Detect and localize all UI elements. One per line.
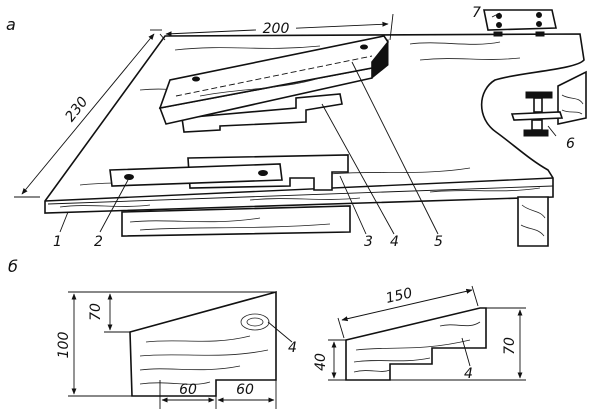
screw-clamp: [510, 91, 564, 137]
dim-label-60-b: 60: [236, 382, 254, 398]
dim-label-200: 200: [263, 21, 290, 37]
dim-label-70-right: 70: [502, 337, 518, 355]
dim-label-230: 230: [62, 94, 91, 125]
dim-label-60-a: 60: [179, 382, 197, 398]
dim-label-70-left: 70: [88, 303, 104, 321]
dims-left: 100 70 60 60 4: [56, 291, 297, 409]
wedge-assembly: [158, 35, 389, 133]
callout-4-left: 4: [288, 340, 297, 356]
profile-right: [345, 307, 487, 381]
part-label-3: 3: [364, 234, 373, 250]
profile-left: [129, 290, 277, 397]
support-block-right: [517, 196, 549, 247]
dim-label-100: 100: [56, 332, 72, 359]
callout-4-right: 4: [464, 366, 473, 382]
panel-label-a: а: [6, 15, 16, 34]
dim-label-40: 40: [313, 353, 329, 371]
dims-right: 150 70 40 4: [313, 285, 526, 382]
part-label-1: 1: [53, 234, 62, 250]
part-label-6: 6: [566, 136, 575, 152]
part-label-5: 5: [434, 234, 443, 250]
part-label-2: 2: [94, 234, 103, 250]
panel-label-b: б: [8, 257, 18, 276]
part-label-4: 4: [390, 234, 399, 250]
lower-plank: [121, 205, 351, 237]
mounting-plate: [483, 9, 557, 37]
dim-label-150: 150: [384, 285, 414, 307]
dim-200: 200: [159, 13, 394, 41]
leader-lines: [59, 12, 557, 235]
part-label-7: 7: [472, 5, 481, 21]
